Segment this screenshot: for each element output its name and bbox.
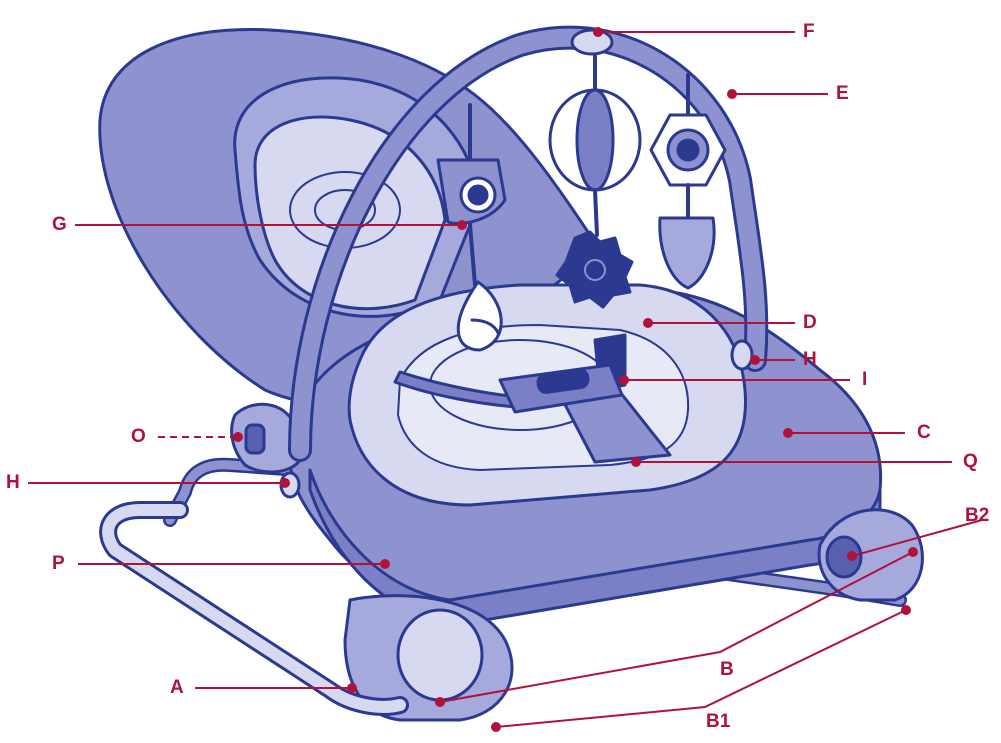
- label-P: P: [52, 554, 65, 573]
- label-O: O: [131, 427, 146, 446]
- label-E: E: [836, 84, 849, 103]
- label-H-left: H: [6, 473, 20, 492]
- label-B: B: [720, 660, 734, 679]
- callout-line-B1: [496, 610, 906, 727]
- label-D: D: [803, 313, 817, 332]
- label-B2: B2: [965, 506, 989, 525]
- side-hinge-logo: [246, 425, 264, 453]
- label-H-right: H: [803, 350, 817, 369]
- toy-leaf: [660, 218, 714, 288]
- arch-center-knob: [572, 30, 612, 54]
- label-I: I: [862, 370, 867, 389]
- label-C: C: [917, 423, 931, 442]
- label-B1: B1: [706, 712, 730, 731]
- arch-clip-right: [732, 341, 752, 369]
- label-F: F: [803, 22, 815, 41]
- label-G: G: [52, 215, 67, 234]
- label-Q: Q: [963, 452, 978, 471]
- label-A: A: [170, 678, 184, 697]
